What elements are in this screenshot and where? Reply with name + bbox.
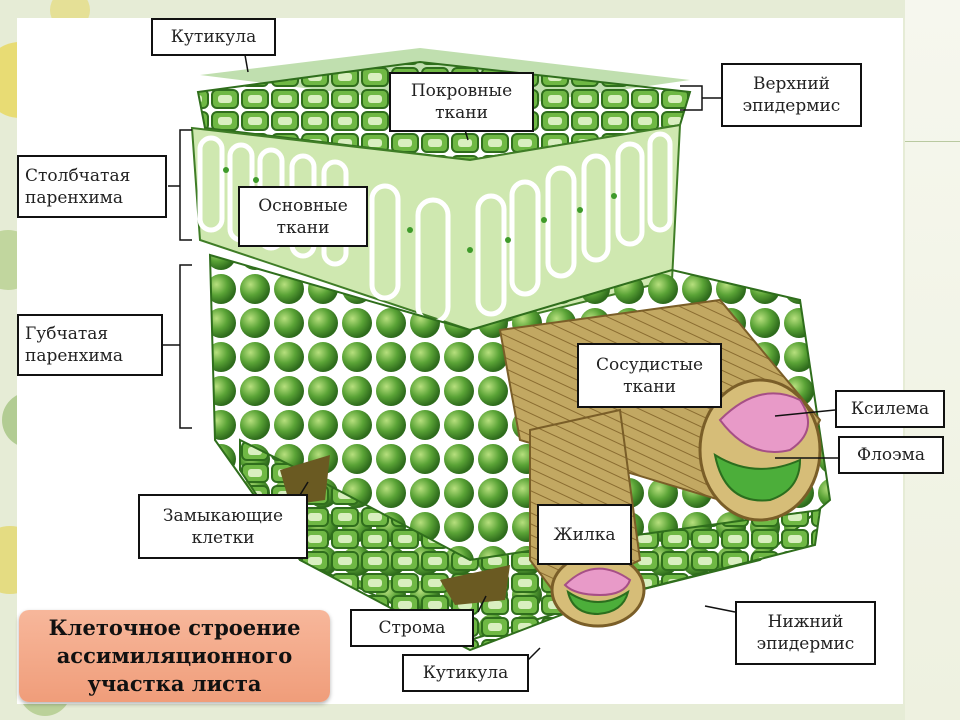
label-spongy-parenchyma: Губчатая паренхима	[17, 314, 163, 376]
label-ground-tissues: Основные ткани	[238, 186, 368, 247]
label-cuticle-top: Кутикула	[151, 18, 276, 56]
label-upper-epidermis: Верхний эпидермис	[721, 63, 862, 127]
label-cuticle-bottom: Кутикула	[402, 654, 529, 692]
slide-title: Клеточное строение ассимиляционного учас…	[19, 610, 330, 702]
label-vein: Жилка	[537, 504, 632, 565]
label-vascular-tissues: Сосудистые ткани	[577, 343, 722, 408]
callout-lines	[162, 54, 838, 661]
label-palisade-parenchyma: Столбчатая паренхима	[17, 155, 167, 218]
label-phloem: Флоэма	[838, 436, 944, 474]
label-integumentary-tissues: Покровные ткани	[389, 72, 534, 132]
label-stroma: Строма	[350, 609, 474, 647]
label-lower-epidermis: Нижний эпидермис	[735, 601, 876, 665]
label-guard-cells: Замыкающие клетки	[138, 494, 308, 559]
slide-right-edge	[905, 0, 960, 720]
slide-accent-line	[905, 141, 960, 142]
label-xylem: Ксилема	[835, 390, 945, 428]
